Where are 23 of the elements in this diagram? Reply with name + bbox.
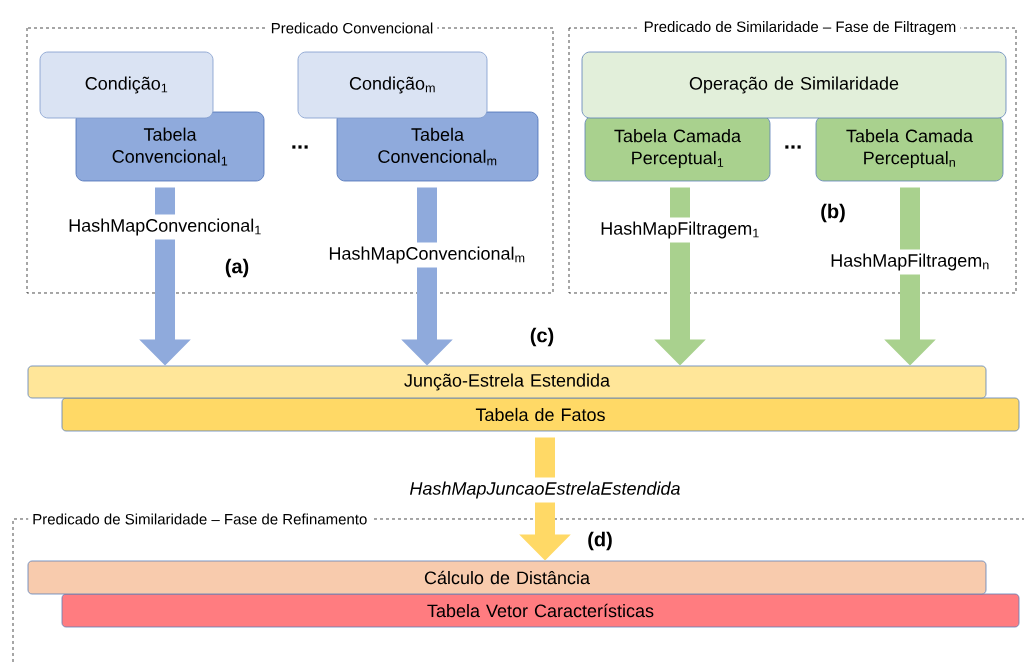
table-box: Operação de Similaridade [581,51,1007,119]
ellipsis: ... [785,145,801,149]
panel-letter: (b) [821,203,845,223]
table-bar: Tabela de Fatos [61,397,1020,432]
ellipsis: ... [292,145,308,149]
panel-letter: (a) [225,258,249,278]
panel-letter: (d) [588,531,612,551]
edge-label: HashMapFiltragem$_{n}$ [826,249,994,275]
table-bar: Tabela Vetor Características [61,593,1020,628]
table-box: Condição$_{1}$ [39,51,214,119]
table-box: Tabela Convencional$_{1}$ [75,111,265,182]
table-box: Tabela Camada Perceptual$_{n}$ [815,115,1004,182]
edge-label: HashMapConvencional$_{1}$ [64,214,266,240]
panel-letter: (c) [530,327,554,347]
table-box: Tabela Camada Perceptual$_{1}$ [584,115,771,182]
table-box: Tabela Convencional$_{m}$ [336,111,539,182]
table-box: Condição$_{m}$ [297,51,488,119]
table-bar: Cálculo de Distância [27,560,987,595]
edge-label: HashMapConvencional$_{m}$ [324,242,530,268]
edge-label: HashMapJuncaoEstrelaEstendida [405,477,685,503]
edge-label: HashMapFiltragem$_{1}$ [596,217,764,243]
node-label: Predicado de Similaridade – Fase de Refinamento [33,513,367,525]
table-bar: Junção-Estrela Estendida [27,365,987,399]
